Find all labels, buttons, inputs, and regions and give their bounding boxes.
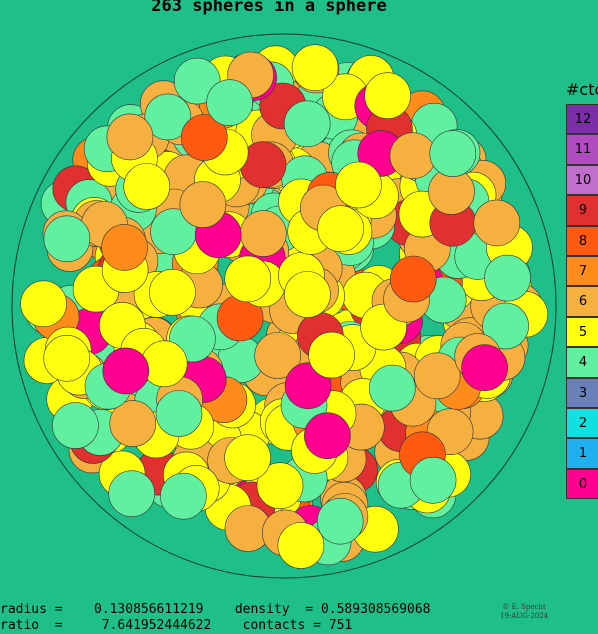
sphere (308, 331, 355, 379)
diagram-title: 263 spheres in a sphere (151, 0, 387, 16)
sphere (364, 72, 411, 119)
sphere (389, 255, 437, 303)
sphere (473, 199, 521, 247)
sphere (109, 400, 157, 447)
sphere (317, 205, 364, 252)
contacts-label: contacts = (242, 618, 321, 633)
legend-entry-12: 12 (566, 104, 598, 135)
sphere (149, 268, 196, 316)
radius-label: radius = (0, 602, 63, 617)
legend-entry-3: 3 (566, 377, 598, 408)
legend-entry-1: 1 (566, 438, 598, 469)
legend-entry-8: 8 (566, 225, 598, 256)
ratio-label: ratio = (0, 618, 63, 633)
container-sphere-outline (11, 33, 557, 579)
legend-entry-11: 11 (566, 134, 598, 165)
sphere-packing-scene (11, 33, 557, 579)
sphere (20, 280, 67, 328)
sphere (160, 472, 207, 520)
sphere (155, 390, 203, 437)
credit: © E. Specht 19-AUG-2024 (500, 603, 548, 621)
sphere (484, 254, 531, 302)
sphere (482, 302, 529, 350)
sphere (108, 470, 155, 518)
legend-title: #ctc (566, 80, 598, 99)
sphere (206, 79, 253, 126)
legend-entry-0: 0 (566, 468, 598, 500)
sphere (43, 215, 91, 263)
sphere (429, 130, 477, 177)
legend-entry-10: 10 (566, 164, 598, 196)
sphere (224, 255, 272, 303)
sphere (102, 347, 150, 395)
sphere (140, 340, 188, 388)
sphere (144, 93, 192, 141)
legend-entry-7: 7 (566, 255, 598, 287)
density-label: density = (234, 602, 314, 617)
radius-value: 0.130856611219 (93, 602, 204, 617)
legend-entry-5: 5 (566, 316, 598, 348)
sphere (43, 334, 90, 382)
sphere (277, 522, 325, 569)
sphere (239, 210, 287, 257)
contacts-value: 751 (328, 618, 353, 633)
sphere (413, 352, 461, 400)
legend-entry-4: 4 (566, 347, 598, 378)
sphere (304, 412, 351, 460)
sphere (179, 181, 227, 228)
sphere (254, 332, 302, 379)
sphere (368, 364, 416, 412)
legend-entry-6: 6 (566, 286, 598, 317)
sphere (335, 161, 382, 209)
sphere (291, 44, 339, 91)
sphere (283, 100, 331, 148)
density-value: 0.589308569068 (320, 602, 431, 617)
sphere (224, 434, 271, 482)
sphere (123, 163, 170, 210)
legend-entry-2: 2 (566, 407, 598, 439)
sphere (316, 497, 364, 545)
sphere (461, 344, 508, 392)
sphere (256, 462, 304, 510)
credit-author: © E. Specht (502, 603, 546, 611)
statistics-block: radius = 0.130856611219 density = 0.5893… (0, 602, 431, 634)
sphere (52, 402, 99, 449)
sphere (181, 114, 228, 161)
credit-date: 19-AUG-2024 (500, 612, 549, 620)
sphere (284, 271, 331, 318)
legend-entry-9: 9 (566, 195, 598, 226)
sphere (409, 456, 457, 504)
ratio-value: 7.641952444622 (101, 618, 212, 633)
sphere (389, 132, 437, 179)
sphere (106, 113, 154, 161)
sphere (101, 224, 148, 271)
